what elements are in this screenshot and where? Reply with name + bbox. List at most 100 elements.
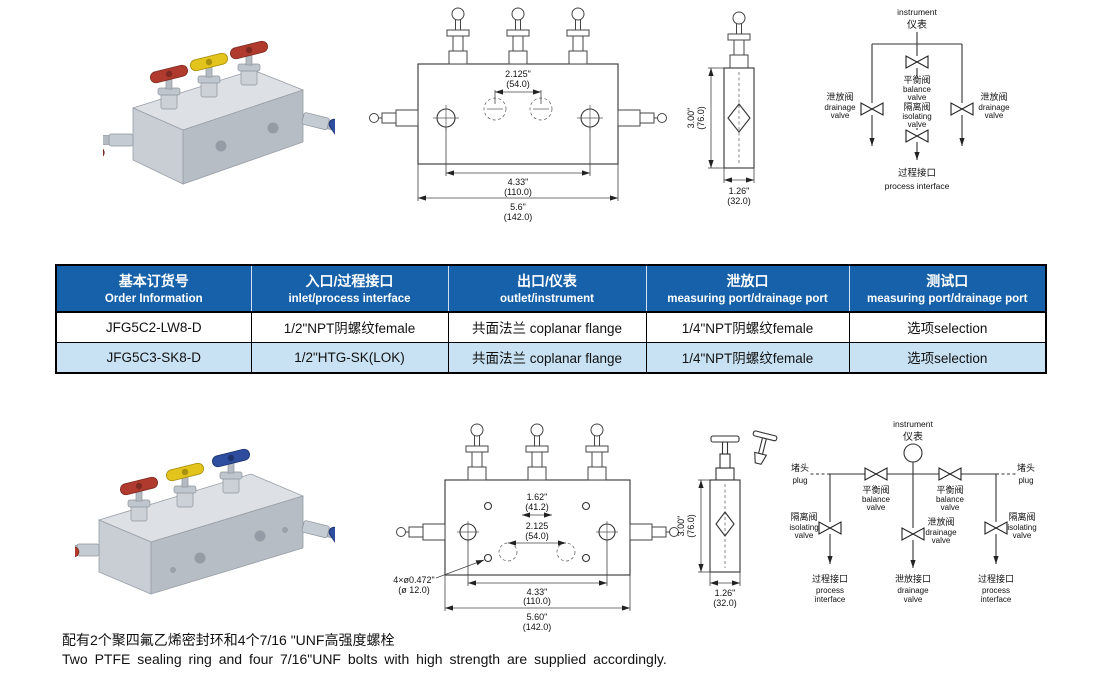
side-valve-maroon <box>103 127 134 159</box>
manifold-photo-top <box>103 40 335 185</box>
side-fitting-left <box>369 109 419 127</box>
side-valve-blue <box>301 520 335 558</box>
valve-outline <box>727 11 751 69</box>
dim-height-in: 3.00" <box>686 108 696 129</box>
bolt-hole <box>483 553 493 563</box>
side-view-drawing-top: 3.00" (76.0) 1.26" (32.0) <box>686 11 755 206</box>
drainage-label-en2: valve <box>932 536 951 545</box>
flow-lines <box>808 462 1018 568</box>
isolating-label-zh: 隔离阀 <box>903 101 930 112</box>
flow-schematic-top: instrument 仪表 平衡阀 balance valve 隔离阀 isol… <box>824 7 1010 191</box>
front-view-drawing-bottom: 1.62" (41.2) 2.125 (54.0) 4×ø0.472" (ø 1… <box>393 423 679 632</box>
drain-port-label-en1: drainage <box>897 586 929 595</box>
cell-order: JFG5C3-SK8-D <box>55 341 252 374</box>
dim-height-mm: (76.0) <box>686 514 696 538</box>
drainage-valve-symbol-left <box>860 102 884 116</box>
isolating-left-label-en1: isolating <box>789 523 818 532</box>
bolt-hole <box>483 501 493 511</box>
instrument-label-zh: 仪表 <box>903 430 923 443</box>
balance-label-en1: balance <box>903 85 932 94</box>
dim-height-in: 3.00" <box>676 516 686 537</box>
dim-height-mm: (76.0) <box>696 106 706 130</box>
dim-overall-in: 5.6" <box>510 202 526 212</box>
dim-holes-mm: (110.0) <box>504 187 532 197</box>
header-order-information: 基本订货号 Order Information <box>56 265 252 313</box>
isolating-left-label-en2: valve <box>795 531 814 540</box>
header-en: inlet/process interface <box>288 292 411 305</box>
dim-holes-in: 4.33" <box>527 587 548 597</box>
dim-holes-mm: (110.0) <box>523 596 551 606</box>
valve-outline <box>465 423 489 481</box>
manifold-front-outline <box>396 423 679 576</box>
process-right-label-en1: process <box>982 586 1010 595</box>
plug-left-label-zh: 堵头 <box>791 462 809 473</box>
balance-label-zh: 平衡阀 <box>903 74 930 85</box>
table-header-row: 基本订货号 Order Information 入口/过程接口 inlet/pr… <box>56 265 1046 313</box>
drain-port-label-en2: valve <box>904 595 923 604</box>
table-row: JFG5C2-LW8-D 1/2"NPT阴螺纹female 共面法兰 copla… <box>55 311 1047 343</box>
header-en: outlet/instrument <box>500 292 594 305</box>
port-diamond <box>727 103 751 133</box>
dim-overall-mm: (142.0) <box>523 622 552 632</box>
process-label-en: process interface <box>885 181 950 191</box>
front-view-drawing-top: 2.125" (54.0) 4.33" (110.0) 5.6" (142.0) <box>369 7 667 222</box>
valve-outline <box>446 7 470 65</box>
needle-valve-detail <box>752 430 778 465</box>
plug-right-label-zh: 堵头 <box>1017 462 1035 473</box>
header-en: Order Information <box>104 292 203 305</box>
dim-holes-in: 4.33" <box>508 177 529 187</box>
dimension-lines <box>698 479 741 586</box>
process-left-label-zh: 过程接口 <box>812 573 848 584</box>
dim-depth-in: 1.26" <box>715 588 736 598</box>
manifold-body <box>131 69 305 185</box>
header-zh: 泄放口 <box>726 273 769 289</box>
plug-left-label-en: plug <box>792 476 807 485</box>
process-left-label-en1: process <box>816 586 844 595</box>
manifold-photo-bottom <box>75 448 335 595</box>
isolating-right-label-zh: 隔离阀 <box>1008 511 1035 522</box>
drainage-left-label-en1: drainage <box>824 103 856 112</box>
balance-valve-symbol <box>905 55 929 69</box>
flow-schematic-bottom: instrument 仪表 堵头 plug 堵头 plug 平衡阀 balanc… <box>789 419 1036 604</box>
balance-valve-symbol-left <box>864 467 888 481</box>
dim-ports-in: 2.125" <box>505 69 531 79</box>
header-zh: 出口/仪表 <box>517 273 577 289</box>
table-row: JFG5C3-SK8-D 1/2"HTG-SK(LOK) 共面法兰 coplan… <box>55 341 1047 374</box>
cell-drain: 1/4"NPT阴螺纹female <box>645 341 850 374</box>
balance-valve-symbol-right <box>938 467 962 481</box>
isolating-valve-symbol-left <box>818 521 842 535</box>
dimension-lines <box>708 67 755 183</box>
top-valve-yellow <box>190 52 228 98</box>
side-valve-blue <box>301 112 335 150</box>
dim-ports-in: 2.125 <box>526 521 549 531</box>
isolating-label-en2: valve <box>908 120 927 129</box>
valve-outline <box>566 7 590 65</box>
cell-inlet: 1/2"HTG-SK(LOK) <box>250 341 449 374</box>
dim-depth-mm: (32.0) <box>727 196 751 206</box>
balance-right-label-zh: 平衡阀 <box>936 484 963 495</box>
drainage-right-label-zh: 泄放阀 <box>980 91 1007 102</box>
dim-overall-in: 5.60" <box>527 612 548 622</box>
cell-test: 选项selection <box>848 341 1047 374</box>
top-valve-yellow <box>166 462 204 508</box>
header-outlet: 出口/仪表 outlet/instrument <box>448 265 647 313</box>
cell-drain: 1/4"NPT阴螺纹female <box>645 311 850 343</box>
dim-overall-mm: (142.0) <box>504 212 533 222</box>
spec-table: 基本订货号 Order Information 入口/过程接口 inlet/pr… <box>55 264 1047 374</box>
flow-lines <box>869 32 965 160</box>
isolating-right-label-en1: isolating <box>1007 523 1036 532</box>
header-en: measuring port/drainage port <box>667 292 828 305</box>
dimension-lines <box>417 89 619 201</box>
plug-right-label-en: plug <box>1018 476 1033 485</box>
instrument-label-en: instrument <box>897 7 937 17</box>
dim-ports-mm: (54.0) <box>525 531 549 541</box>
drainage-right-label-en1: drainage <box>978 103 1010 112</box>
balance-left-label-en2: valve <box>867 503 886 512</box>
header-zh: 基本订货号 <box>118 273 189 289</box>
balance-right-label-en1: balance <box>936 495 965 504</box>
manifold-front-outline <box>369 7 667 165</box>
side-valve-red <box>75 542 100 558</box>
cell-order: JFG5C2-LW8-D <box>55 311 252 343</box>
valve-outline <box>710 435 740 481</box>
balance-right-label-en2: valve <box>941 503 960 512</box>
